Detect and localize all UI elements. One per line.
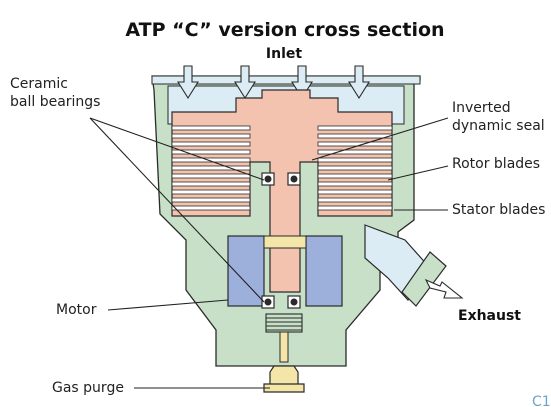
stator-blade-left xyxy=(171,197,251,203)
rotor-blade-left xyxy=(171,189,251,195)
rotor-blades-label: Rotor blades xyxy=(452,156,540,172)
rotor-blade-left xyxy=(171,173,251,179)
exhaust-label: Exhaust xyxy=(458,308,521,324)
stator-blade-right xyxy=(317,197,393,203)
stator-blade-right xyxy=(317,181,393,187)
motor-right xyxy=(305,235,343,307)
rotor-blade-right xyxy=(317,141,393,147)
ceramic-ball-bearing-lower-left xyxy=(261,295,275,309)
stator-blade-right xyxy=(317,165,393,171)
ceramic-ball-bearing-upper-right xyxy=(287,172,301,186)
rotor-blade-left xyxy=(171,125,251,131)
stator-blade-left xyxy=(171,133,251,139)
gas-purge-label: Gas purge xyxy=(52,380,124,396)
ceramic-label-1: Ceramic xyxy=(10,76,68,92)
purge-tube xyxy=(279,331,289,363)
rotor-blade-left xyxy=(171,157,251,163)
blade-stack xyxy=(171,125,393,211)
rotor-blade-right xyxy=(317,173,393,179)
stator-blade-right xyxy=(317,133,393,139)
seal-label-2: dynamic seal xyxy=(452,118,545,134)
stator-blades-label: Stator blades xyxy=(452,202,545,218)
rotor-blade-right xyxy=(317,189,393,195)
shaft-seal-band xyxy=(263,235,307,249)
seal-label-1: Inverted xyxy=(452,100,511,116)
rotor-blade-right xyxy=(317,205,393,211)
inlet-label: Inlet xyxy=(266,46,302,62)
gas-purge-fitting xyxy=(263,365,305,393)
slide-id: C1 xyxy=(532,394,551,407)
ceramic-label-2: ball bearings xyxy=(10,94,100,110)
ceramic-ball-bearing-lower-right xyxy=(287,295,301,309)
rotor xyxy=(171,89,393,293)
stator-blade-left xyxy=(171,165,251,171)
leader-lines xyxy=(89,117,449,389)
rotor-blade-left xyxy=(171,205,251,211)
exhaust-arrow xyxy=(424,278,464,299)
rotor-blade-right xyxy=(317,125,393,131)
rotor-blade-right xyxy=(317,157,393,163)
motor-label: Motor xyxy=(56,302,97,318)
exhaust-port xyxy=(364,224,447,307)
rotor-blade-left xyxy=(171,141,251,147)
stator-blade-right xyxy=(317,149,393,155)
stator-blade-left xyxy=(171,181,251,187)
ceramic-ball-bearing-upper-left xyxy=(261,172,275,186)
stator-blade-left xyxy=(171,149,251,155)
diagram-title: ATP “C” version cross section xyxy=(125,19,444,41)
